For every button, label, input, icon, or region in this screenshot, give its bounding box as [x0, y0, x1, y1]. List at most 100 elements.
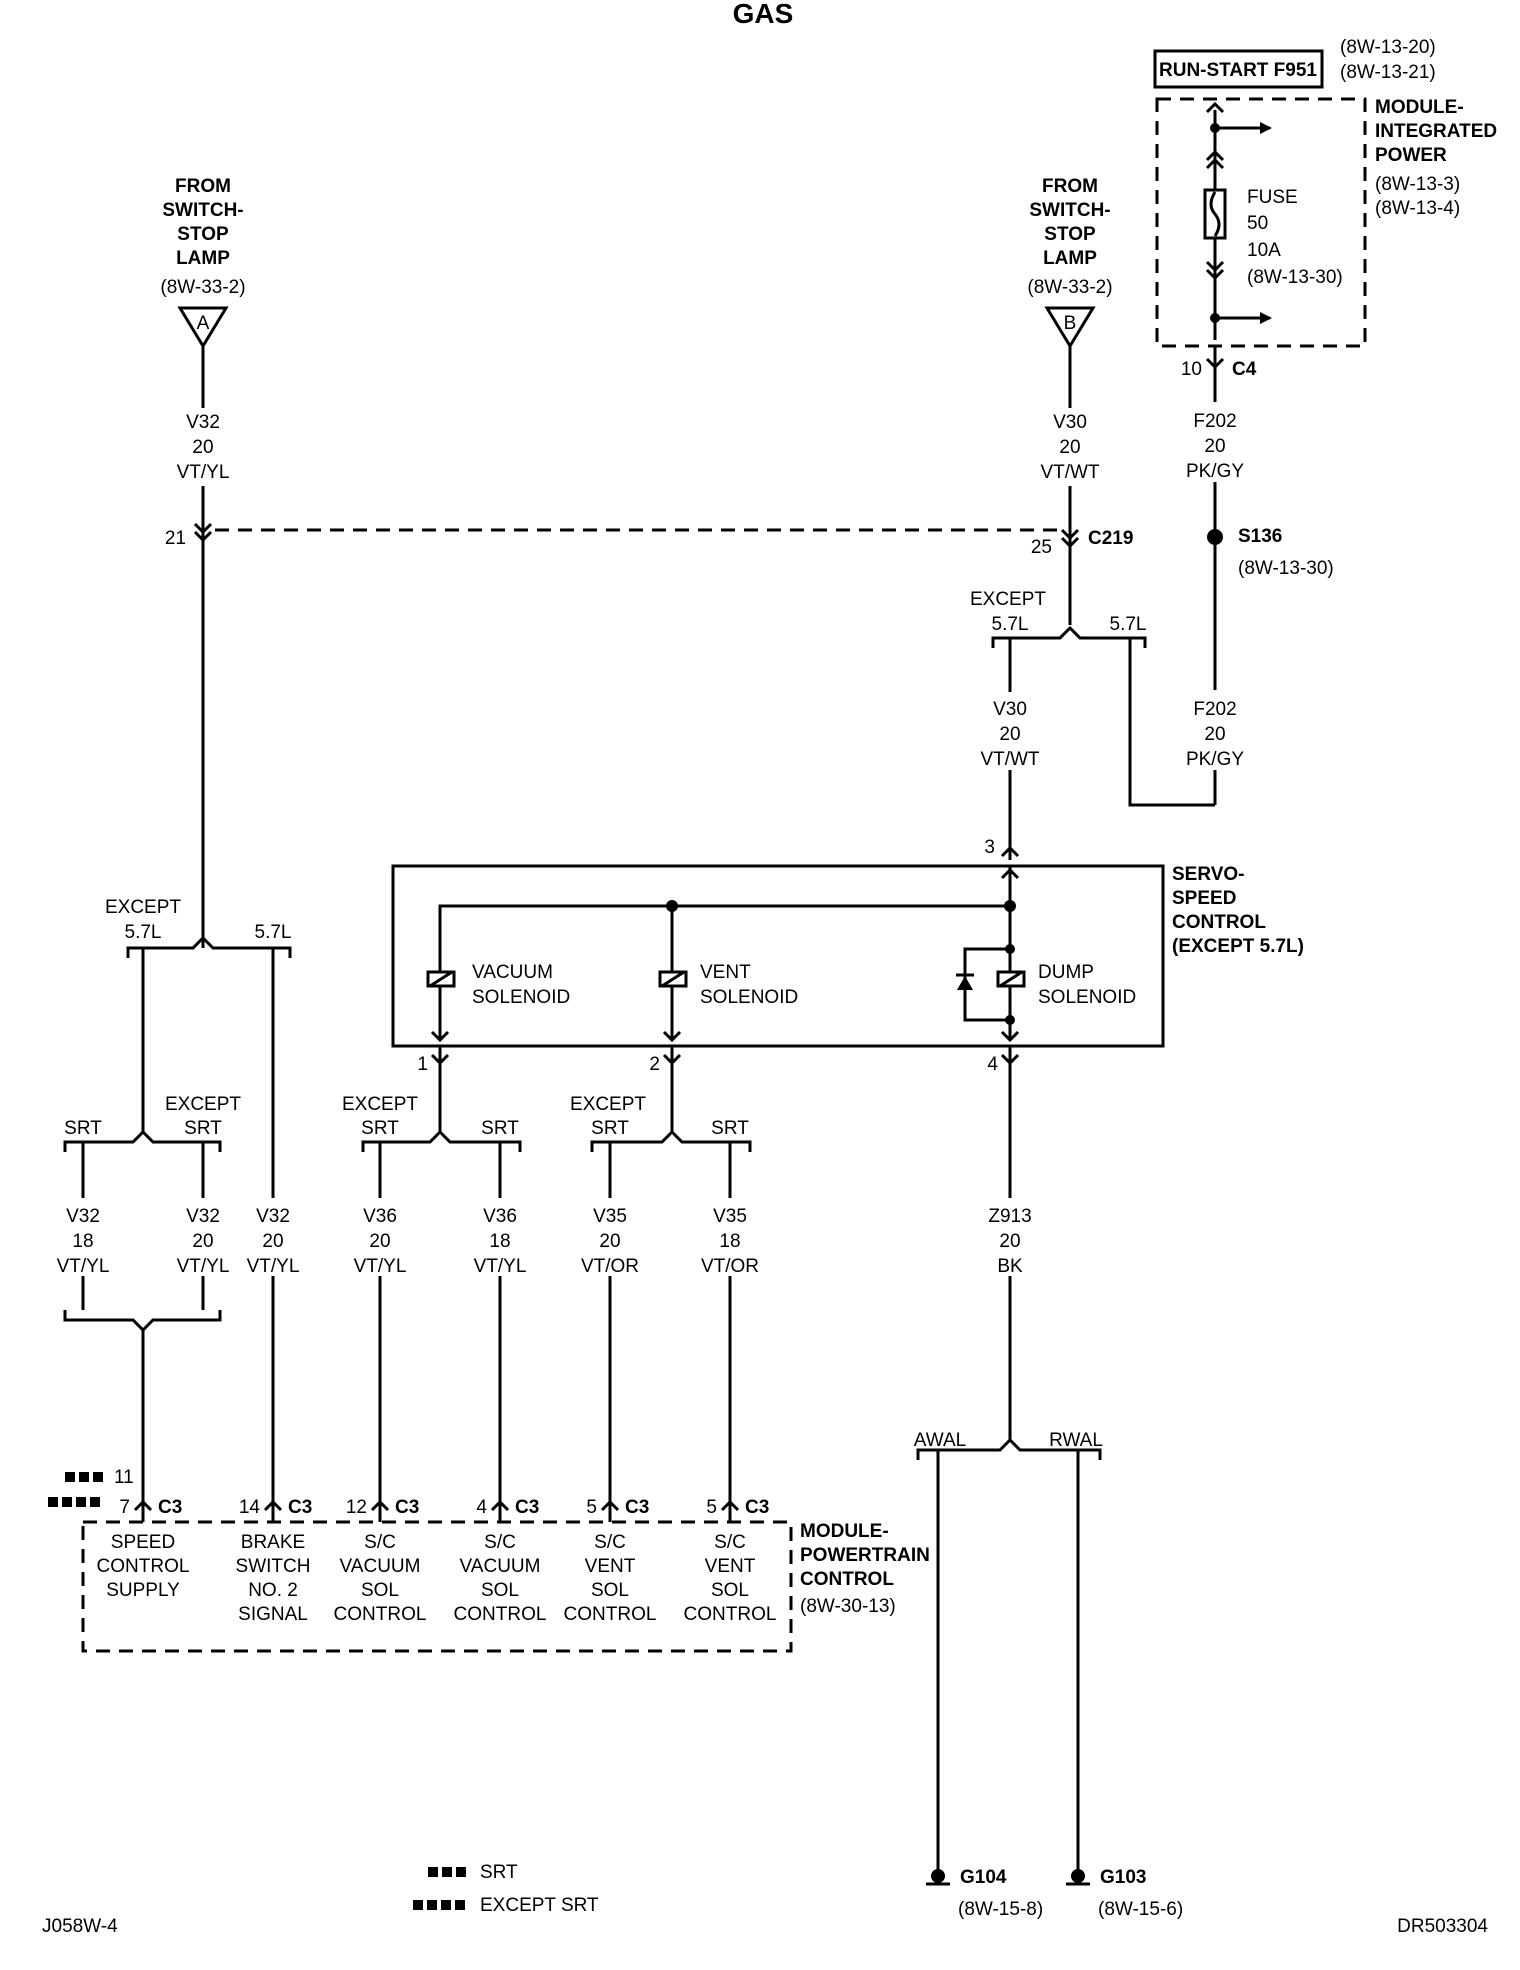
fuse-number: 50	[1247, 213, 1268, 234]
pcm-fn-5-line-3: SOL	[591, 1580, 629, 1601]
ground-g104-label: G104	[960, 1867, 1007, 1888]
footer-left-code: J058W-4	[42, 1916, 118, 1937]
f202-top-gauge: 20	[1204, 436, 1225, 457]
branch-rwal: RWAL	[1049, 1430, 1103, 1451]
legend-srt-label: SRT	[480, 1862, 518, 1883]
pcm-fn-6-line-1: S/C	[714, 1532, 746, 1553]
branch-v36-except-srt: SRT	[361, 1118, 399, 1139]
ipm-label-3: POWER	[1375, 145, 1447, 166]
v35-exsrt-color: VT/OR	[581, 1256, 639, 1277]
branch-a-except-57: 5.7L	[125, 922, 162, 943]
branch-b-except: EXCEPT	[970, 589, 1046, 610]
source-b-line-1: FROM	[1042, 176, 1098, 197]
pcm-module-outline	[81, 1520, 793, 1653]
pcm-fn-2-line-4: SIGNAL	[238, 1604, 308, 1625]
pcm-fn-3-line-1: S/C	[364, 1532, 396, 1553]
v35-srt-circuit: V35	[713, 1206, 747, 1227]
dump-solenoid-label-1: DUMP	[1038, 962, 1094, 983]
branch-v32-except: EXCEPT	[165, 1094, 241, 1115]
branch-v32-except-srt: SRT	[184, 1118, 222, 1139]
ipm-label-1: MODULE-	[1375, 97, 1464, 118]
f202-mid-gauge: 20	[1204, 724, 1225, 745]
pcm-fn-6-line-3: SOL	[711, 1580, 749, 1601]
v36-srt-circuit: V36	[483, 1206, 517, 1227]
v32-exsrt-circuit: V32	[186, 1206, 220, 1227]
servo-pin-2: 2	[649, 1054, 660, 1075]
pcm-c3-label-6: C3	[745, 1497, 769, 1518]
v32-top-color: VT/YL	[177, 462, 230, 483]
diode-icon	[956, 947, 1010, 1022]
legend-except-srt-label: EXCEPT SRT	[480, 1895, 599, 1916]
v35-srt-color: VT/OR	[701, 1256, 759, 1277]
branch-a-except: EXCEPT	[105, 897, 181, 918]
pcm-fn-2-line-1: BRAKE	[241, 1532, 305, 1553]
servo-speed-control-box	[391, 864, 1165, 1048]
v35-exsrt-circuit: V35	[593, 1206, 627, 1227]
source-b-ref: (8W-33-2)	[1027, 277, 1112, 298]
pcm-fn-6-line-4: CONTROL	[684, 1604, 777, 1625]
v30-mid-circuit: V30	[993, 699, 1027, 720]
pcm-pin-7: 7	[119, 1497, 130, 1518]
z913-gauge: 20	[999, 1231, 1020, 1252]
pcm-fn-6-line-2: VENT	[705, 1556, 756, 1577]
source-a-line-2: SWITCH-	[162, 200, 243, 221]
pcm-fn-3-line-3: SOL	[361, 1580, 399, 1601]
ground-g104-ref: (8W-15-8)	[958, 1899, 1043, 1920]
c4-pin: 10	[1181, 359, 1202, 380]
ground-g103-icon	[1066, 1869, 1090, 1886]
fuse-ref: (8W-13-30)	[1247, 267, 1343, 288]
pcm-pin-5a: 5	[586, 1497, 597, 1518]
branch-b-57: 5.7L	[1110, 614, 1147, 635]
pcm-pin-5b: 5	[706, 1497, 717, 1518]
z913-color: BK	[997, 1256, 1023, 1277]
branch-awal: AWAL	[914, 1430, 966, 1451]
v36-exsrt-gauge: 20	[369, 1231, 390, 1252]
branch-a-57: 5.7L	[255, 922, 292, 943]
pcm-fn-3-line-2: VACUUM	[340, 1556, 421, 1577]
pcm-fn-2-line-2: SWITCH	[236, 1556, 311, 1577]
pcm-ref: (8W-30-13)	[800, 1596, 896, 1617]
f202-top-circuit: F202	[1193, 411, 1236, 432]
vacuum-solenoid-icon	[426, 970, 456, 988]
ground-g103-ref: (8W-15-6)	[1098, 1899, 1183, 1920]
vacuum-solenoid-label-1: VACUUM	[472, 962, 553, 983]
splice-label: S136	[1238, 526, 1282, 547]
v30-mid-color: VT/WT	[980, 749, 1039, 770]
vent-solenoid-icon	[658, 970, 688, 988]
source-a-line-1: FROM	[175, 176, 231, 197]
v30-top-circuit: V30	[1053, 412, 1087, 433]
source-a-tag: A	[197, 313, 210, 334]
branch-v35-except: EXCEPT	[570, 1094, 646, 1115]
ground-g104-icon	[926, 1869, 950, 1886]
source-b-line-3: STOP	[1044, 224, 1096, 245]
source-b-tag: B	[1064, 313, 1077, 334]
f202-mid-circuit: F202	[1193, 699, 1236, 720]
dump-solenoid-label-2: SOLENOID	[1038, 987, 1136, 1008]
f202-mid-color: PK/GY	[1186, 749, 1244, 770]
pcm-label-3: CONTROL	[800, 1569, 894, 1590]
source-a-line-4: LAMP	[176, 248, 230, 269]
v35-exsrt-gauge: 20	[599, 1231, 620, 1252]
srt-marker-icon	[65, 1472, 103, 1482]
v36-srt-color: VT/YL	[474, 1256, 527, 1277]
except-srt-marker-icon	[48, 1497, 100, 1507]
servo-pin-3: 3	[984, 837, 995, 858]
fuse-source-label: RUN-START F951	[1159, 60, 1317, 81]
pcm-fn-4-line-3: SOL	[481, 1580, 519, 1601]
pcm-fn-1-line-1: SPEED	[111, 1532, 175, 1553]
pcm-c3-label-3: C3	[395, 1497, 419, 1518]
servo-pin-4: 4	[987, 1054, 998, 1075]
ipm-module-outline	[1155, 97, 1367, 348]
source-b-line-2: SWITCH-	[1029, 200, 1110, 221]
fuse-label: FUSE	[1247, 187, 1298, 208]
splice-s136-dot	[1207, 529, 1223, 545]
servo-label-3: CONTROL	[1172, 912, 1266, 933]
v32-srt-color: VT/YL	[57, 1256, 110, 1277]
v32-top-circuit: V32	[186, 412, 220, 433]
dump-solenoid-icon	[996, 970, 1026, 988]
pcm-fn-4-line-1: S/C	[484, 1532, 516, 1553]
c219-label: C219	[1088, 528, 1133, 549]
v32-57-color: VT/YL	[247, 1256, 300, 1277]
footer-right-code: DR503304	[1397, 1916, 1488, 1937]
